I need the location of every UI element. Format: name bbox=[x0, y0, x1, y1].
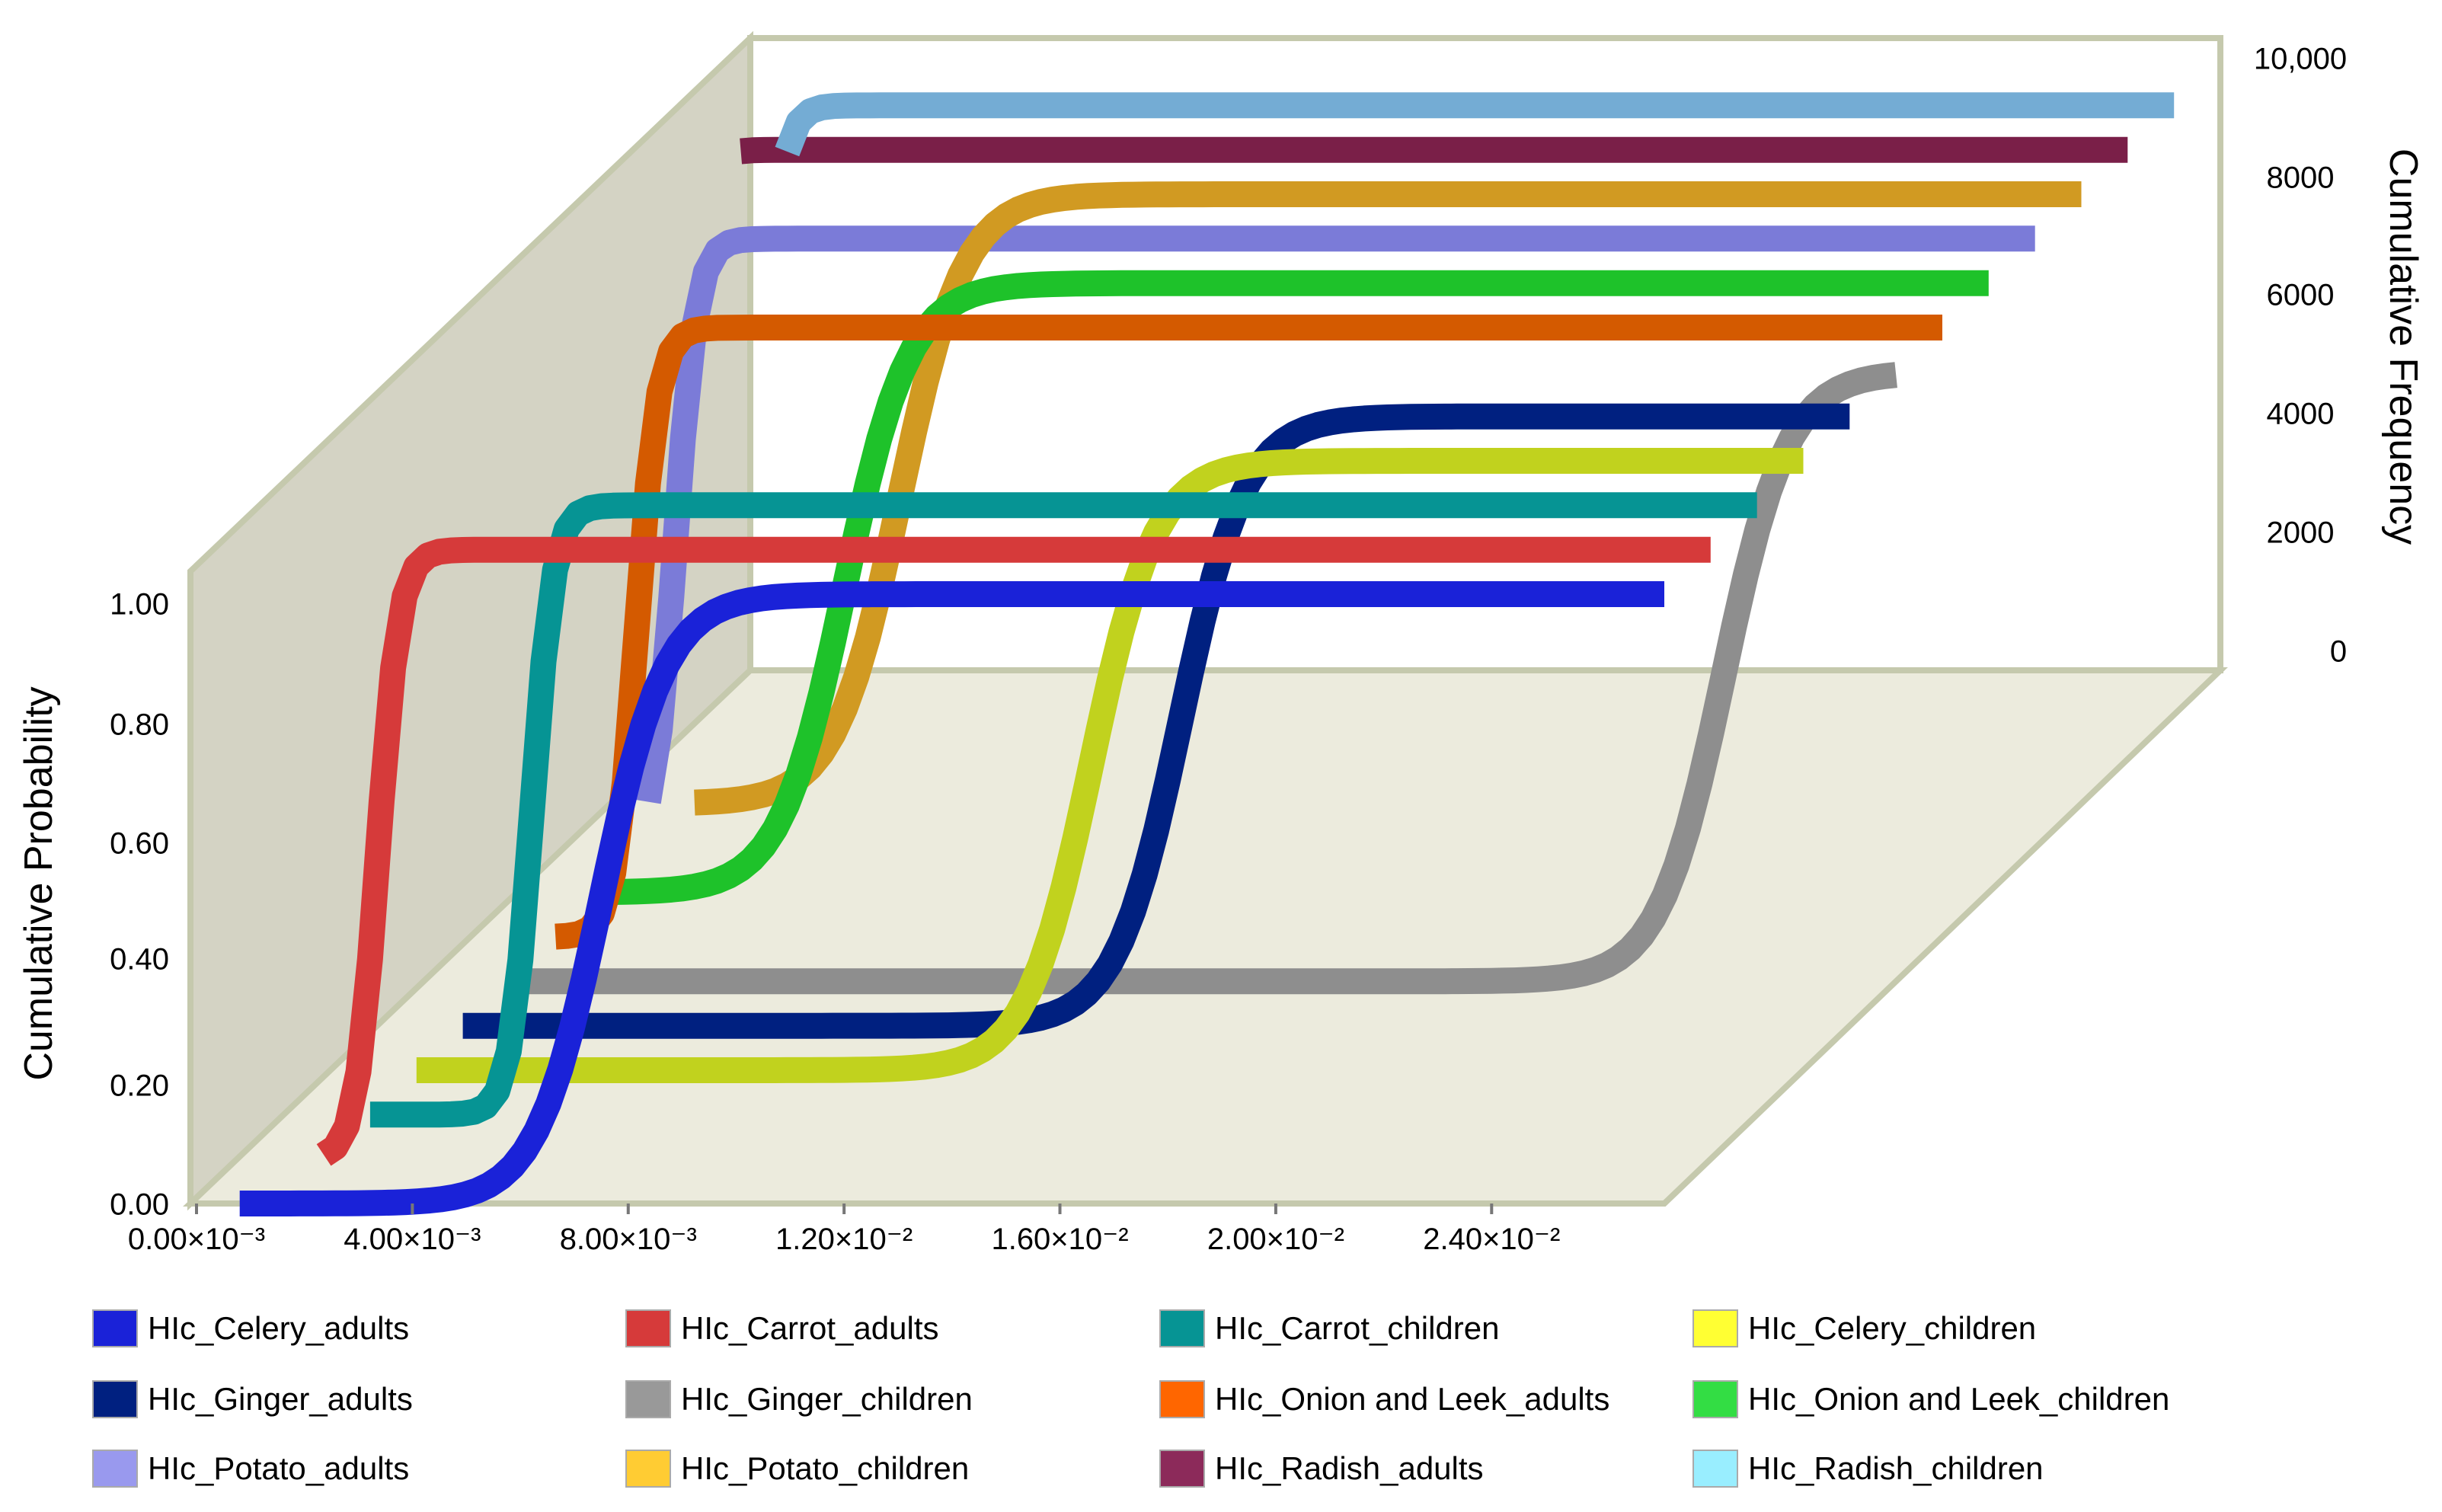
legend-label: HIc_Ginger_adults bbox=[148, 1381, 413, 1417]
series-layer bbox=[238, 92, 2175, 1216]
y-axis: 0.00 0.20 0.40 0.60 0.80 1.00 bbox=[110, 588, 169, 1222]
y-tick-label: 1.00 bbox=[110, 588, 169, 622]
y-tick-label: 0.40 bbox=[110, 943, 169, 977]
legend-label: HIc_Celery_adults bbox=[148, 1310, 409, 1346]
series-line bbox=[554, 315, 1944, 950]
series-line bbox=[635, 225, 2037, 804]
y2-tick-label: 6000 bbox=[2267, 279, 2335, 312]
legend-label: HIc_Onion and Leek_children bbox=[1748, 1381, 2169, 1417]
y2-tick-label: 10,000 bbox=[2254, 43, 2347, 76]
x-tick-label: 1.60×10⁻² bbox=[991, 1223, 1128, 1256]
legend-swatch bbox=[1159, 1309, 1205, 1347]
legend-label: HIc_Carrot_adults bbox=[681, 1310, 938, 1346]
x-axis: 0.00×10⁻³ 4.00×10⁻³ 8.00×10⁻³ 1.20×10⁻² 1.60… bbox=[128, 1204, 1560, 1256]
legend-swatch bbox=[1692, 1380, 1738, 1418]
y2-tick-label: 0 bbox=[2330, 635, 2347, 669]
legend-swatch bbox=[1159, 1450, 1205, 1488]
y2-tick-label: 2000 bbox=[2267, 516, 2335, 550]
series-line bbox=[692, 181, 2083, 816]
legend-swatch bbox=[1692, 1450, 1738, 1488]
y-tick-label: 0.60 bbox=[110, 827, 169, 861]
legend-label: HIc_Ginger_children bbox=[681, 1381, 973, 1417]
y-tick-label: 0.00 bbox=[110, 1188, 169, 1222]
series-line bbox=[238, 581, 1666, 1216]
legend-label: HIc_Celery_children bbox=[1748, 1310, 2036, 1346]
x-tick-label: 1.20×10⁻² bbox=[775, 1223, 913, 1256]
x-tick-label: 8.00×10⁻³ bbox=[560, 1223, 697, 1256]
y-tick-label: 0.20 bbox=[110, 1069, 169, 1103]
series-line bbox=[369, 492, 1759, 1128]
legend-label: HIc_Onion and Leek_adults bbox=[1215, 1381, 1609, 1417]
series-line bbox=[316, 536, 1712, 1166]
y-tick-label: 0.80 bbox=[110, 708, 169, 742]
legend-swatch bbox=[1159, 1380, 1205, 1418]
legend-swatch bbox=[92, 1450, 138, 1488]
x-tick-label: 2.40×10⁻² bbox=[1423, 1223, 1560, 1256]
legend-label: HIc_Carrot_children bbox=[1215, 1310, 1500, 1346]
y2-tick-label: 8000 bbox=[2267, 161, 2335, 195]
legend-swatch bbox=[1692, 1309, 1738, 1347]
y2-tick-label: 4000 bbox=[2267, 398, 2335, 431]
legend-swatch bbox=[625, 1309, 671, 1347]
legend-label: HIc_Radish_adults bbox=[1215, 1450, 1484, 1486]
series-line bbox=[739, 136, 2130, 165]
x-tick-label: 2.00×10⁻² bbox=[1207, 1223, 1344, 1256]
legend-label: HIc_Potato_children bbox=[681, 1450, 969, 1486]
legend-swatch bbox=[92, 1309, 138, 1347]
series-line bbox=[414, 448, 1805, 1083]
y2-axis: 0 2000 4000 6000 8000 10,000 bbox=[2254, 43, 2347, 669]
legend-swatch bbox=[92, 1380, 138, 1418]
x-tick-label: 0.00×10⁻³ bbox=[128, 1223, 265, 1256]
legend: HIc_Celery_adults HIc_Carrot_adults HIc_Ca… bbox=[92, 1309, 2169, 1488]
series-line bbox=[600, 270, 1990, 906]
series-line bbox=[775, 92, 2175, 157]
y-axis-title: Cumulative Probability bbox=[17, 686, 61, 1080]
legend-swatch bbox=[625, 1380, 671, 1418]
back-wall bbox=[747, 35, 2223, 673]
legend-label: HIc_Radish_children bbox=[1748, 1450, 2044, 1486]
y2-axis-title: Cumulative Frequency bbox=[2381, 149, 2425, 545]
series-line bbox=[461, 403, 1852, 1039]
series-line bbox=[507, 362, 1897, 995]
legend-label: HIc_Potato_adults bbox=[148, 1450, 409, 1486]
x-tick-label: 4.00×10⁻³ bbox=[344, 1223, 481, 1256]
legend-swatch bbox=[625, 1450, 671, 1488]
